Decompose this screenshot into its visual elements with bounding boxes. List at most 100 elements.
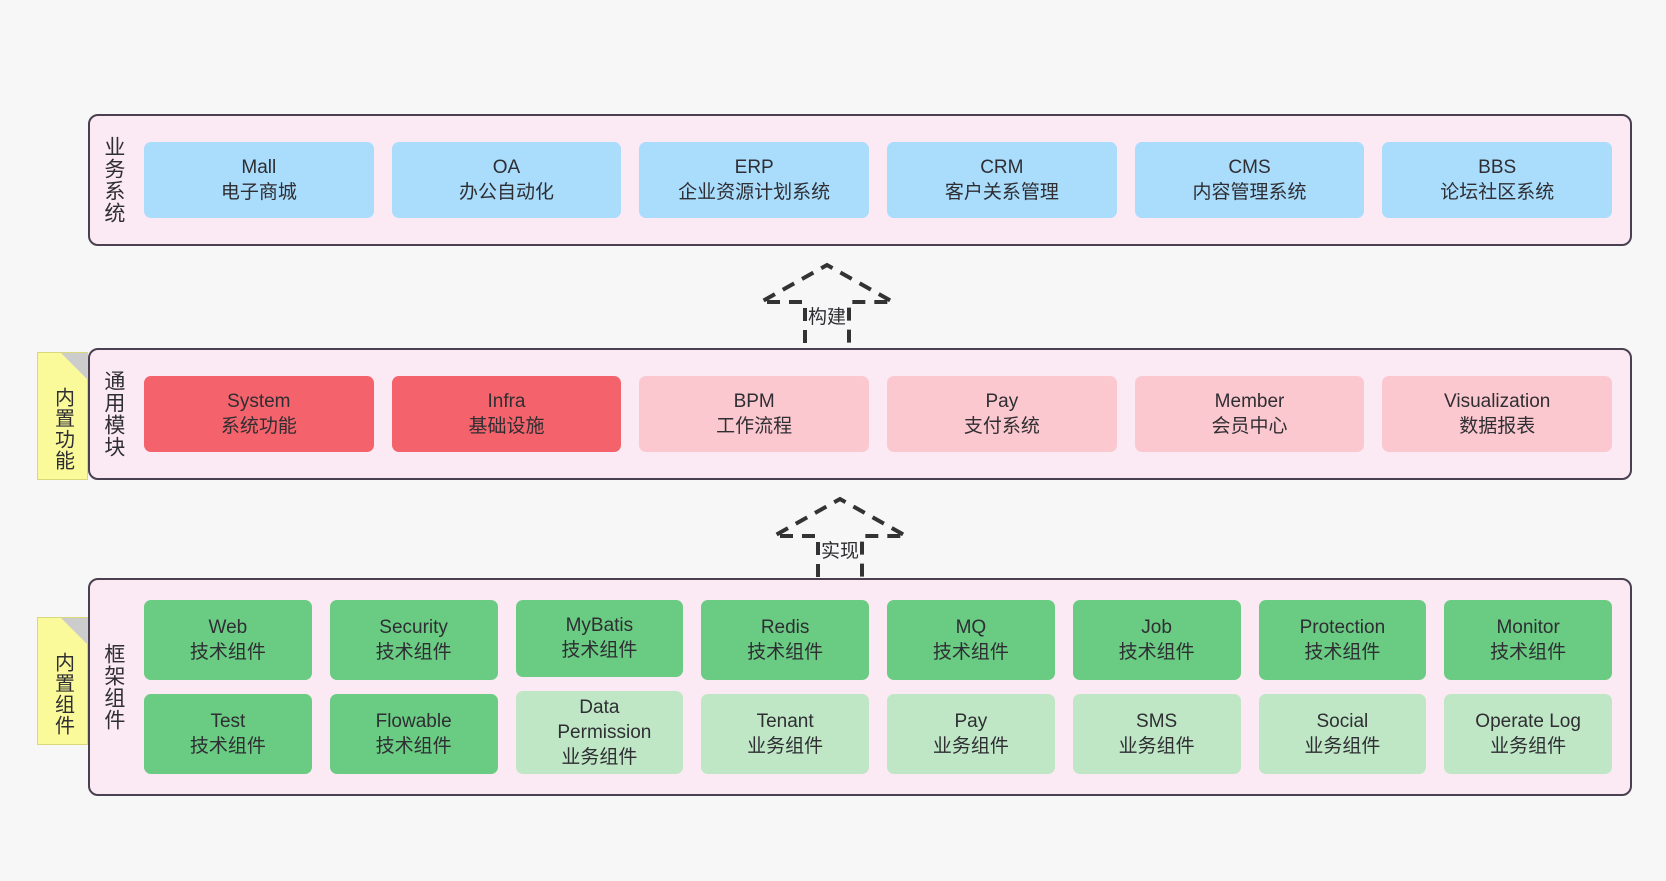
card-name: Protection (1299, 616, 1386, 638)
card-monitor[interactable]: Monitor 技术组件 (1444, 600, 1612, 680)
card-data-permission[interactable]: Data Permission 业务组件 (515, 690, 684, 774)
card-sms[interactable]: SMS 业务组件 (1072, 694, 1241, 774)
arrow-implement-label: 实现 (820, 541, 859, 562)
card-name: SMS (1136, 710, 1178, 732)
card-col: Redis 技术组件 Tenant 业务组件 (701, 600, 869, 774)
card-name: Data Permission (557, 696, 652, 743)
note-builtin-component: 内置组件 (37, 617, 88, 745)
card-col: Member 会员中心 (1134, 376, 1365, 452)
arrow-build: 构建 (753, 262, 901, 344)
card-col: MQ 技术组件 Pay 业务组件 (887, 600, 1055, 774)
card-desc: 技术组件 (189, 642, 266, 663)
card-name: ERP (734, 156, 774, 178)
card-security[interactable]: Security 技术组件 (329, 600, 498, 680)
card-name: OA (492, 156, 521, 178)
card-col: Infra 基础设施 (391, 376, 622, 452)
card-desc: 基础设施 (468, 416, 545, 437)
card-redis[interactable]: Redis 技术组件 (701, 600, 869, 680)
card-desc: 客户关系管理 (944, 182, 1059, 203)
card-web[interactable]: Web 技术组件 (144, 600, 312, 680)
card-desc: 技术组件 (189, 736, 266, 757)
note-fold-corner-icon (61, 353, 87, 379)
card-visualization[interactable]: Visualization 数据报表 (1382, 376, 1613, 452)
card-col: Web 技术组件 Test 技术组件 (144, 600, 312, 774)
card-bpm[interactable]: BPM 工作流程 (639, 376, 870, 452)
card-name: BBS (1478, 156, 1517, 178)
card-desc: 电子商城 (220, 182, 297, 203)
card-name: Social (1316, 710, 1369, 732)
card-crm[interactable]: CRM 客户关系管理 (887, 142, 1117, 218)
card-infra[interactable]: Infra 基础设施 (391, 376, 622, 452)
card-pay[interactable]: Pay 支付系统 (887, 376, 1117, 452)
layer-body-common-module: System 系统功能 Infra 基础设施 BPM 工作流程 (136, 350, 1630, 478)
card-name: Job (1141, 616, 1172, 638)
card-col: OA 办公自动化 (391, 142, 622, 218)
card-social[interactable]: Social 业务组件 (1258, 694, 1427, 774)
card-col: Mall 电子商城 (144, 142, 374, 218)
layer-title-framework-component: 框架组件 (101, 643, 125, 731)
card-col: System 系统功能 (144, 376, 374, 452)
card-col: Visualization 数据报表 (1382, 376, 1613, 452)
card-name: Pay (954, 710, 988, 732)
card-col: CRM 客户关系管理 (887, 142, 1117, 218)
note-builtin-feature: 内置功能 (37, 352, 88, 480)
card-name: Member (1214, 390, 1285, 412)
card-desc: 内容管理系统 (1192, 182, 1307, 203)
card-desc: 系统功能 (220, 416, 297, 437)
layer-body-framework-component: Web 技术组件 Test 技术组件 Security 技术组件 Flowabl… (136, 580, 1630, 794)
card-name: Web (208, 616, 248, 638)
card-desc: 技术组件 (375, 736, 452, 757)
card-desc: 工作流程 (716, 416, 793, 437)
card-desc: 业务组件 (1118, 736, 1195, 757)
note-label: 内置功能 (51, 387, 74, 471)
card-name: System (227, 390, 291, 412)
card-name: Infra (487, 390, 526, 412)
card-desc: 论坛社区系统 (1440, 182, 1555, 203)
card-name: Tenant (756, 710, 814, 732)
card-bbs[interactable]: BBS 论坛社区系统 (1382, 142, 1613, 218)
card-col: BPM 工作流程 (639, 376, 870, 452)
card-desc: 技术组件 (561, 640, 638, 662)
card-desc: 数据报表 (1459, 416, 1536, 437)
card-name: Mall (241, 156, 277, 178)
layer-business-system: 业务系统 Mall 电子商城 OA 办公自动化 E (88, 114, 1632, 246)
card-col: Job 技术组件 SMS 业务组件 (1072, 600, 1241, 774)
card-mq[interactable]: MQ 技术组件 (887, 600, 1055, 680)
card-tenant[interactable]: Tenant 业务组件 (701, 694, 869, 774)
note-fold-corner-icon (61, 618, 87, 644)
card-oa[interactable]: OA 办公自动化 (391, 142, 622, 218)
layer-title-business-system: 业务系统 (101, 136, 125, 224)
card-name: Test (210, 710, 246, 732)
card-desc: 业务组件 (747, 736, 824, 757)
card-row-business: Mall 电子商城 OA 办公自动化 ERP 企业资源计划系统 (144, 142, 1613, 218)
card-pay-component[interactable]: Pay 业务组件 (887, 694, 1055, 774)
arrow-implement: 实现 (766, 496, 914, 578)
card-job[interactable]: Job 技术组件 (1072, 600, 1241, 680)
layer-body-business-system: Mall 电子商城 OA 办公自动化 ERP 企业资源计划系统 (136, 116, 1630, 244)
card-operate-log[interactable]: Operate Log 业务组件 (1444, 694, 1612, 774)
card-flowable[interactable]: Flowable 技术组件 (329, 694, 498, 774)
layer-title-common-module: 通用模块 (101, 370, 125, 458)
card-name: CMS (1228, 156, 1271, 178)
card-mall[interactable]: Mall 电子商城 (144, 142, 374, 218)
card-name: Monitor (1496, 616, 1560, 638)
card-name: Security (379, 616, 448, 638)
card-desc: 业务组件 (561, 746, 638, 768)
card-name: Flowable (375, 710, 452, 732)
card-erp[interactable]: ERP 企业资源计划系统 (639, 142, 870, 218)
card-col: Protection 技术组件 Social 业务组件 (1258, 600, 1427, 774)
arrow-build-label: 构建 (807, 307, 846, 328)
card-name: Operate Log (1475, 710, 1581, 732)
card-desc: 业务组件 (1490, 736, 1567, 757)
card-col: MyBatis 技术组件 Data Permission 业务组件 (515, 600, 684, 774)
card-system[interactable]: System 系统功能 (144, 376, 374, 452)
card-desc: 技术组件 (375, 642, 452, 663)
card-desc: 会员中心 (1211, 416, 1288, 437)
card-col: ERP 企业资源计划系统 (639, 142, 870, 218)
card-member[interactable]: Member 会员中心 (1134, 376, 1365, 452)
card-protection[interactable]: Protection 技术组件 (1258, 600, 1427, 680)
card-mybatis[interactable]: MyBatis 技术组件 (515, 600, 684, 677)
card-col: BBS 论坛社区系统 (1382, 142, 1613, 218)
card-test[interactable]: Test 技术组件 (144, 694, 312, 774)
card-cms[interactable]: CMS 内容管理系统 (1134, 142, 1365, 218)
